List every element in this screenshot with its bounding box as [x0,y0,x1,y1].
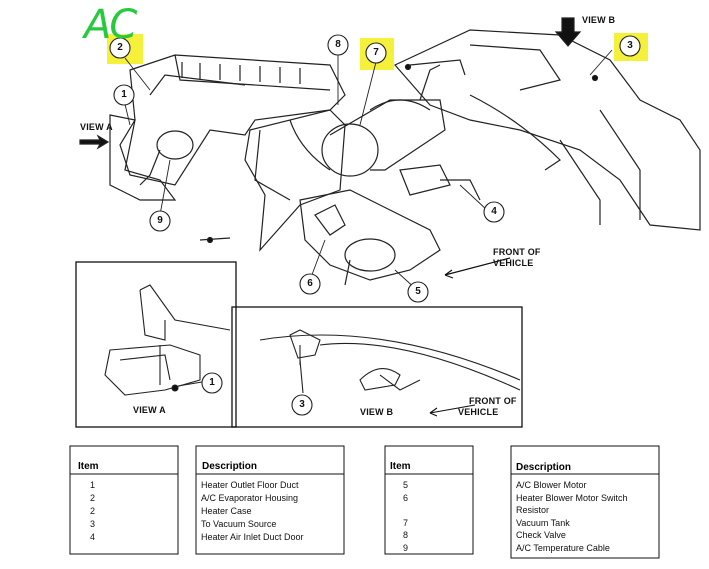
callout-5: 5 [415,286,421,297]
callout-9-circle [149,210,171,232]
table-row-description: A/C Blower Motor [516,480,587,490]
callout-3: 3 [627,40,633,51]
table-row-item: 6 [403,492,409,503]
inset-front-label-2: VEHICLE [458,407,499,417]
view-b-label: VIEW B [582,15,616,25]
table-row-description: Vacuum Tank [516,517,570,528]
callout-1: 1 [121,89,127,100]
callout-7: 7 [373,47,379,58]
door-actuator [399,164,451,196]
table-row-description: To Vacuum Source [201,519,277,529]
table-row-description: Check Valve [516,530,566,541]
table-row-item: 8 [403,530,409,541]
table-row-description: Heater Air Inlet Duct Door [201,532,304,542]
inset-view-b-frame [231,306,523,428]
table-right-desc-col [510,445,660,559]
front-arrow-top [444,257,511,276]
callout-9: 9 [157,215,163,226]
heater-case [244,109,346,252]
handwritten-ac-mark: AC [84,2,137,48]
table-row-item: 7 [403,517,409,528]
callout-4-circle [483,201,505,223]
table-row-item: 2 [90,493,96,503]
inset-view-a-label: VIEW A [133,405,166,415]
table-row-item: 3 [90,519,96,529]
table-right-item-col [384,445,474,555]
table-row-description: Resistor [516,505,550,516]
inlet-duct [394,29,701,231]
table-row-description: Heater Case [201,506,252,516]
callout-5-circle [407,281,429,303]
callout-1-circle [113,84,135,106]
front-of-vehicle-label-1: FRONT OF [493,247,541,257]
callout-3-circle [619,35,641,57]
callout-8: 8 [335,39,341,50]
callout-7-circle [365,42,387,64]
inset-callout-1: 1 [209,377,215,388]
table-row-item: 5 [403,480,409,490]
inset-callout-1-circle [201,372,223,394]
table-right-desc-header: Description [516,462,572,473]
table-left-item-header: Item [78,461,99,472]
table-right-item-header: Item [390,461,411,472]
inset-callout-3: 3 [299,399,305,410]
table-row-item: 4 [90,532,96,542]
evaporator-housing [119,54,346,186]
blower-housing [299,189,441,281]
inset-callout-3-circle [291,394,313,416]
table-row-description: Heater Outlet Floor Duct [201,480,299,490]
table-row-item: 1 [90,480,96,490]
callout-8-circle [327,34,349,56]
callout-4: 4 [491,206,497,217]
front-of-vehicle-label-2: VEHICLE [493,258,534,268]
inset-front-label-1: FRONT OF [469,396,517,406]
table-row-description: A/C Temperature Cable [516,543,610,553]
floor-duct [109,114,177,201]
table-row-description: Heater Blower Motor Switch [516,492,628,503]
view-a-arrow [79,134,110,150]
callout-2-circle [109,37,131,59]
temperature-cable-motor [156,130,194,160]
inset-view-b-label: VIEW B [360,407,394,417]
table-row-item: 9 [403,543,409,553]
callout-2: 2 [117,42,123,53]
callout-6: 6 [307,278,313,289]
callout-6-circle [299,273,321,295]
table-row-description: A/C Evaporator Housing [201,493,299,503]
table-left-item-col [69,445,179,555]
table-left-desc-header: Description [202,461,258,472]
vacuum-tank [321,123,379,177]
view-b-arrow [554,17,582,47]
front-arrow-inset [429,404,476,414]
table-row-item: 2 [90,506,96,516]
view-a-label: VIEW A [80,122,113,132]
inset-view-a-frame [75,261,237,428]
table-left-desc-col [195,445,345,555]
